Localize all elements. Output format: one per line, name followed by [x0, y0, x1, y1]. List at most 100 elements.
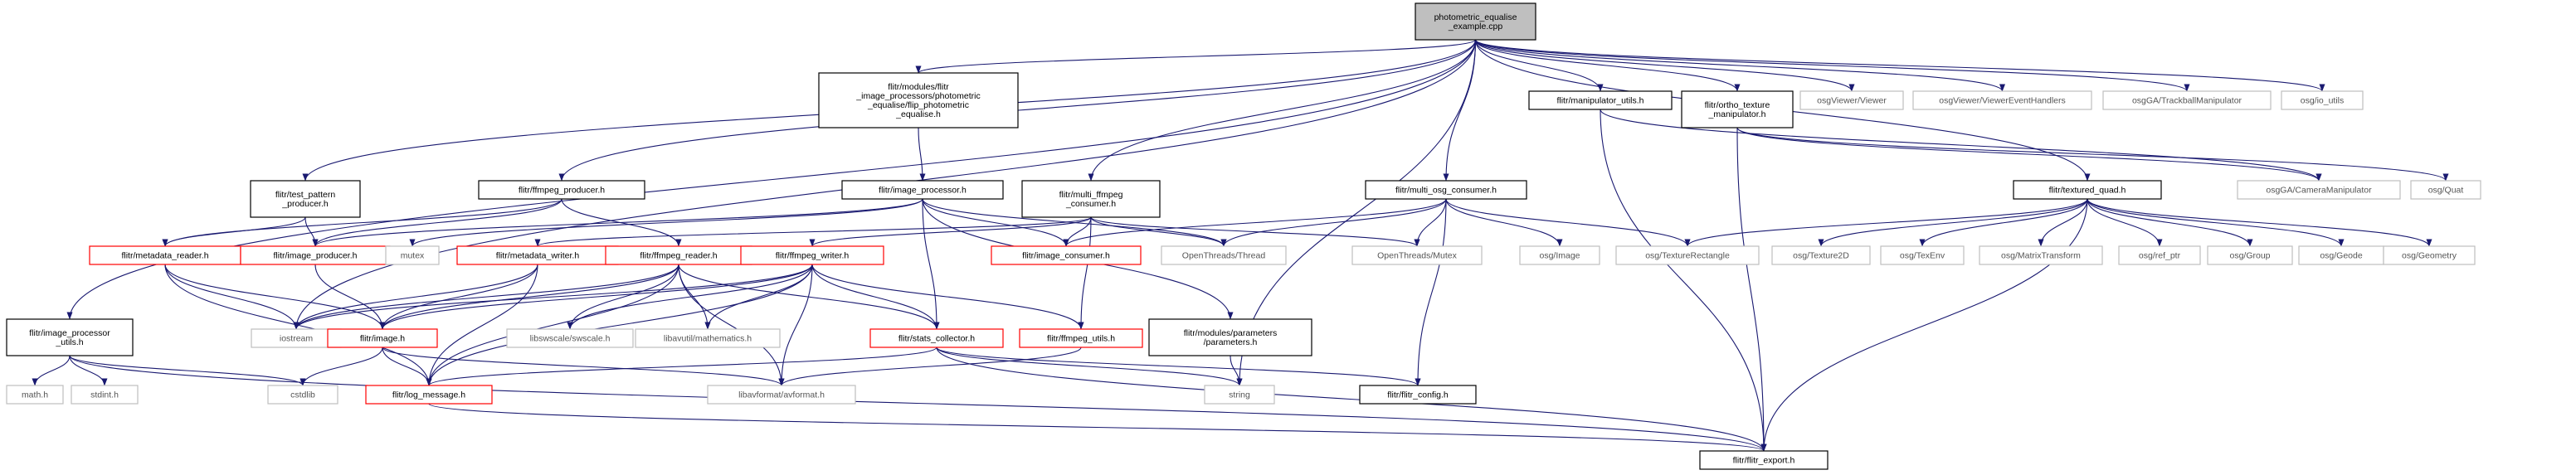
node-cstd[interactable]: cstdlib — [267, 385, 338, 405]
node-stdint[interactable]: stdint.h — [71, 385, 139, 405]
node-box — [1148, 318, 1312, 356]
node-lm2[interactable]: flitr/log_message.h — [365, 385, 493, 405]
node-label: flitr/flitr_export.h — [1733, 456, 1795, 466]
node-box — [991, 245, 1142, 265]
node-box — [2207, 245, 2293, 265]
edge-iprod-fimg — [314, 264, 386, 330]
node-label: _equalise/flip_photometric — [867, 100, 969, 110]
node-label: OpenThreads/Thread — [1182, 251, 1266, 261]
node-ffw[interactable]: flitr/ffmpeg_writer.h — [740, 245, 884, 265]
node-cfg[interactable]: flitr/flitr_config.h — [1359, 385, 1477, 405]
node-rp[interactable]: osg/ref_ptr — [2118, 245, 2201, 265]
node-label: osg/Geode — [2320, 251, 2363, 261]
node-box — [267, 385, 338, 405]
node-quat[interactable]: osg/Quat — [2410, 180, 2481, 200]
edge-otm-quat — [1736, 127, 2449, 182]
edge-root-iou — [1474, 39, 2325, 92]
node-label: osg/ref_ptr — [2139, 251, 2181, 261]
node-om[interactable]: OpenThreads/Mutex — [1351, 245, 1483, 265]
node-label: osgViewer/Viewer — [1817, 96, 1887, 106]
node-box — [1365, 180, 1527, 200]
node-geom[interactable]: osg/Geometry — [2383, 245, 2476, 265]
node-mu[interactable]: flitr/manipulator_utils.h — [1528, 90, 1673, 110]
node-label: osg/Geometry — [2402, 251, 2457, 261]
edge-root-mu — [1474, 39, 1604, 92]
edge-ip-iprod — [312, 198, 923, 247]
node-ffp[interactable]: flitr/ffmpeg_producer.h — [478, 180, 645, 200]
node-ffu[interactable]: flitr/ffmpeg_utils.h — [1019, 328, 1143, 348]
node-box — [1351, 245, 1483, 265]
node-label: osg/io_utils — [2301, 96, 2345, 106]
edge-ffr-sws — [567, 264, 679, 330]
edge-moc-cfg — [1415, 198, 1447, 386]
node-label: osg/TextureRectangle — [1645, 251, 1730, 261]
node-box — [71, 385, 139, 405]
node-box — [478, 180, 645, 200]
node-iprod[interactable]: flitr/image_producer.h — [240, 245, 391, 265]
node-mw[interactable]: flitr/metadata_writer.h — [456, 245, 619, 265]
node-otm[interactable]: flitr/ortho_texture_manipulator.h — [1681, 90, 1794, 128]
edge-root-pe — [915, 39, 1477, 74]
node-box — [2118, 245, 2201, 265]
node-ffr[interactable]: flitr/ffmpeg_reader.h — [605, 245, 752, 265]
node-ipu[interactable]: flitr/image_processor_utils.h — [6, 318, 134, 356]
node-grp[interactable]: osg/Group — [2207, 245, 2293, 265]
edge-mr-ios — [164, 264, 299, 330]
node-sc[interactable]: flitr/stats_collector.h — [869, 328, 1004, 348]
node-box — [1204, 385, 1275, 405]
node-ot[interactable]: OpenThreads/Thread — [1161, 245, 1287, 265]
node-lm[interactable]: libavutil/mathematics.h — [635, 328, 781, 348]
node-label: flitr/log_message.h — [392, 390, 465, 400]
node-box — [1880, 245, 1965, 265]
node-veh[interactable]: osgViewer/ViewerEventHandlers — [1912, 90, 2092, 110]
node-label: flitr/image_processor.h — [879, 186, 967, 196]
node-tpp[interactable]: flitr/test_pattern_producer.h — [250, 180, 361, 218]
edge-fimg-cstd — [299, 347, 383, 386]
node-ios[interactable]: iostream — [251, 328, 342, 348]
edge-ffw-sc — [811, 264, 940, 330]
edge-root-tbm — [1474, 39, 2190, 92]
node-exp[interactable]: flitr/flitr_export.h — [1699, 450, 1829, 470]
node-mutex[interactable]: mutex — [385, 245, 440, 265]
node-sws[interactable]: libswscale/swscale.h — [506, 328, 634, 348]
node-str[interactable]: string — [1204, 385, 1275, 405]
node-par[interactable]: flitr/modules/parameters/parameters.h — [1148, 318, 1312, 356]
edge-mw-ios — [293, 264, 538, 330]
edge-tq-te — [1919, 198, 2088, 247]
node-vv[interactable]: osgViewer/Viewer — [1799, 90, 1904, 110]
node-tr[interactable]: osg/TextureRectangle — [1615, 245, 1760, 265]
node-root[interactable]: photometric_equalise_example.cpp — [1415, 2, 1536, 41]
node-label: flitr/ffmpeg_reader.h — [640, 251, 717, 261]
node-label: flitr/manipulator_utils.h — [1556, 96, 1643, 106]
node-box — [1615, 245, 1760, 265]
node-label: flitr/ffmpeg_utils.h — [1047, 334, 1115, 344]
node-iou[interactable]: osg/io_utils — [2281, 90, 2364, 110]
node-mr[interactable]: flitr/metadata_reader.h — [89, 245, 241, 265]
node-t2d[interactable]: osg/Texture2D — [1771, 245, 1871, 265]
node-moc[interactable]: flitr/multi_osg_consumer.h — [1365, 180, 1527, 200]
node-label: libavformat/avformat.h — [738, 390, 825, 400]
node-geode[interactable]: osg/Geode — [2298, 245, 2384, 265]
node-mfc[interactable]: flitr/multi_ffmpeg_consumer.h — [1021, 180, 1161, 218]
node-avf[interactable]: libavformat/avformat.h — [707, 385, 856, 405]
node-tq[interactable]: flitr/textured_quad.h — [2013, 180, 2162, 200]
node-math[interactable]: math.h — [6, 385, 64, 405]
node-label: flitr/ffmpeg_producer.h — [519, 186, 605, 196]
edge-root-ipu — [66, 39, 1477, 320]
node-cm[interactable]: osgGA/CameraManipulator — [2237, 180, 2401, 200]
node-mt[interactable]: osg/MatrixTransform — [1979, 245, 2103, 265]
node-pe[interactable]: flitr/modules/flitr_image_processors/pho… — [818, 72, 1019, 128]
node-ic[interactable]: flitr/image_consumer.h — [991, 245, 1142, 265]
node-fimg[interactable]: flitr/image.h — [327, 328, 438, 348]
node-te[interactable]: osg/TexEnv — [1880, 245, 1965, 265]
node-ip[interactable]: flitr/image_processor.h — [841, 180, 1004, 200]
node-box — [1359, 385, 1477, 405]
edge-root-mfc — [1088, 39, 1477, 182]
node-label: flitr/multi_ffmpeg — [1059, 190, 1123, 200]
node-img[interactable]: osg/Image — [1519, 245, 1600, 265]
node-label: /parameters.h — [1204, 337, 1258, 347]
edge-fimg-avf — [382, 347, 785, 386]
edge-ffr-lm2 — [426, 264, 679, 386]
node-tbm[interactable]: osgGA/TrackballManipulator — [2102, 90, 2272, 110]
edge-mfc-ffw — [809, 216, 1092, 247]
